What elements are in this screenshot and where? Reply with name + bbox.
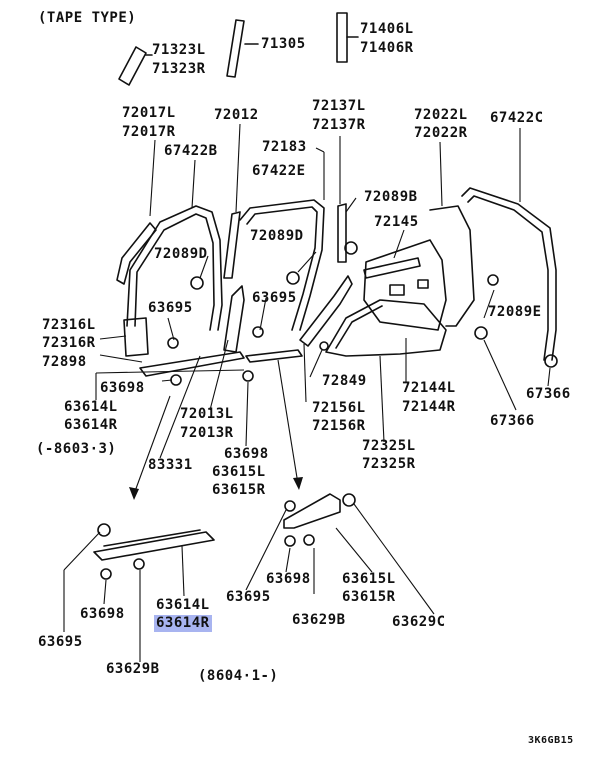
trim-72156 <box>299 275 353 347</box>
part-number-label: 72012 <box>214 107 259 123</box>
part-number-label: 63698 <box>80 606 125 622</box>
scuff-plate-top-left <box>139 351 245 377</box>
part-number-label: 72013R <box>180 425 234 441</box>
diagram-header: (TAPE TYPE) <box>38 10 137 26</box>
part-number-label: 63698 <box>266 571 311 587</box>
part-number-label: 72849 <box>322 373 367 389</box>
leader-lines <box>63 123 551 662</box>
weatherstrip-67422C <box>461 187 557 361</box>
part-number-label: 72089B <box>364 189 418 205</box>
diagram-code: 3K6GB15 <box>528 735 574 746</box>
part-number-label: 67422C <box>490 110 544 126</box>
part-number-label: 63695 <box>148 300 193 316</box>
part-number-label: 72145 <box>374 214 419 230</box>
pillar-trim-72017 <box>116 222 157 285</box>
weatherstrip-67422E <box>239 199 325 331</box>
part-number-label: 83331 <box>148 457 193 473</box>
part-number-label: 72144L <box>402 380 456 396</box>
part-number-label: 63695 <box>226 589 271 605</box>
part-number-label: 72137R <box>312 117 366 133</box>
part-number-label: 71323R <box>152 61 206 77</box>
part-number-label: 72089D <box>250 228 304 244</box>
part-number-label: 72089E <box>488 304 542 320</box>
tape-71323 <box>118 46 147 86</box>
tape-71406 <box>336 12 348 63</box>
part-number-label: 63615R <box>342 589 396 605</box>
weatherstrip-67422B <box>126 205 223 331</box>
part-number-label: 72183 <box>262 139 307 155</box>
part-number-label: 72022R <box>414 125 468 141</box>
part-number-label: 63698 <box>100 380 145 396</box>
quarter-trim-72144 <box>363 205 475 331</box>
part-number-label: 72156R <box>312 418 366 434</box>
part-number-label: 72137L <box>312 98 366 114</box>
part-number-label: 72325L <box>362 438 416 454</box>
part-number-label: 63614R <box>64 417 118 433</box>
part-number-label: 63615R <box>212 482 266 498</box>
pillar-72012 <box>223 211 241 279</box>
part-number-label: 72017R <box>122 124 176 140</box>
part-number-label: 72013L <box>180 406 234 422</box>
part-number-label: 72022L <box>414 107 468 123</box>
date-range-label: (-8603·3) <box>36 441 117 457</box>
part-number-label: 67366 <box>490 413 535 429</box>
part-number-label: 67422E <box>252 163 306 179</box>
part-number-label: 72325R <box>362 456 416 472</box>
pillar-trim-72137 <box>337 203 347 263</box>
part-number-label: 63614L <box>156 597 210 613</box>
part-number-label: 72144R <box>402 399 456 415</box>
rear-trim-72325 <box>325 299 447 357</box>
highlighted-part-number[interactable]: 63614R <box>154 615 212 632</box>
part-number-label: 63629B <box>292 612 346 628</box>
part-number-label: 71406R <box>360 40 414 56</box>
arrow-heads <box>129 477 303 500</box>
part-number-label: 63615L <box>212 464 266 480</box>
part-number-label: 63629C <box>392 614 446 630</box>
tape-71305 <box>226 19 245 78</box>
part-number-label: 63695 <box>38 634 83 650</box>
part-number-label: 72898 <box>42 354 87 370</box>
part-number-label: 63614L <box>64 399 118 415</box>
scuff-plate-63615 <box>283 493 341 529</box>
part-number-label: 71305 <box>261 36 306 52</box>
part-number-label: 72156L <box>312 400 366 416</box>
strip-72145 <box>363 257 421 279</box>
date-range-label: (8604·1-) <box>198 668 279 684</box>
bracket-72316 <box>123 317 149 357</box>
part-number-label: 63698 <box>224 446 269 462</box>
part-number-label: 67422B <box>164 143 218 159</box>
clip-icons <box>97 241 558 580</box>
part-number-label: 72316L <box>42 317 96 333</box>
part-number-label: 63615L <box>342 571 396 587</box>
scuff-plate-63614 <box>93 529 215 561</box>
trim-72013 <box>223 285 245 353</box>
part-number-label: 71406L <box>360 21 414 37</box>
part-number-label: 63695 <box>252 290 297 306</box>
part-number-label: 67366 <box>526 386 571 402</box>
part-number-label: 71323L <box>152 42 206 58</box>
part-number-label: 72316R <box>42 335 96 351</box>
part-number-label: 72017L <box>122 105 176 121</box>
part-number-label: 63629B <box>106 661 160 677</box>
part-number-label: 72089D <box>154 246 208 262</box>
scuff-plate-top-right <box>245 349 303 363</box>
